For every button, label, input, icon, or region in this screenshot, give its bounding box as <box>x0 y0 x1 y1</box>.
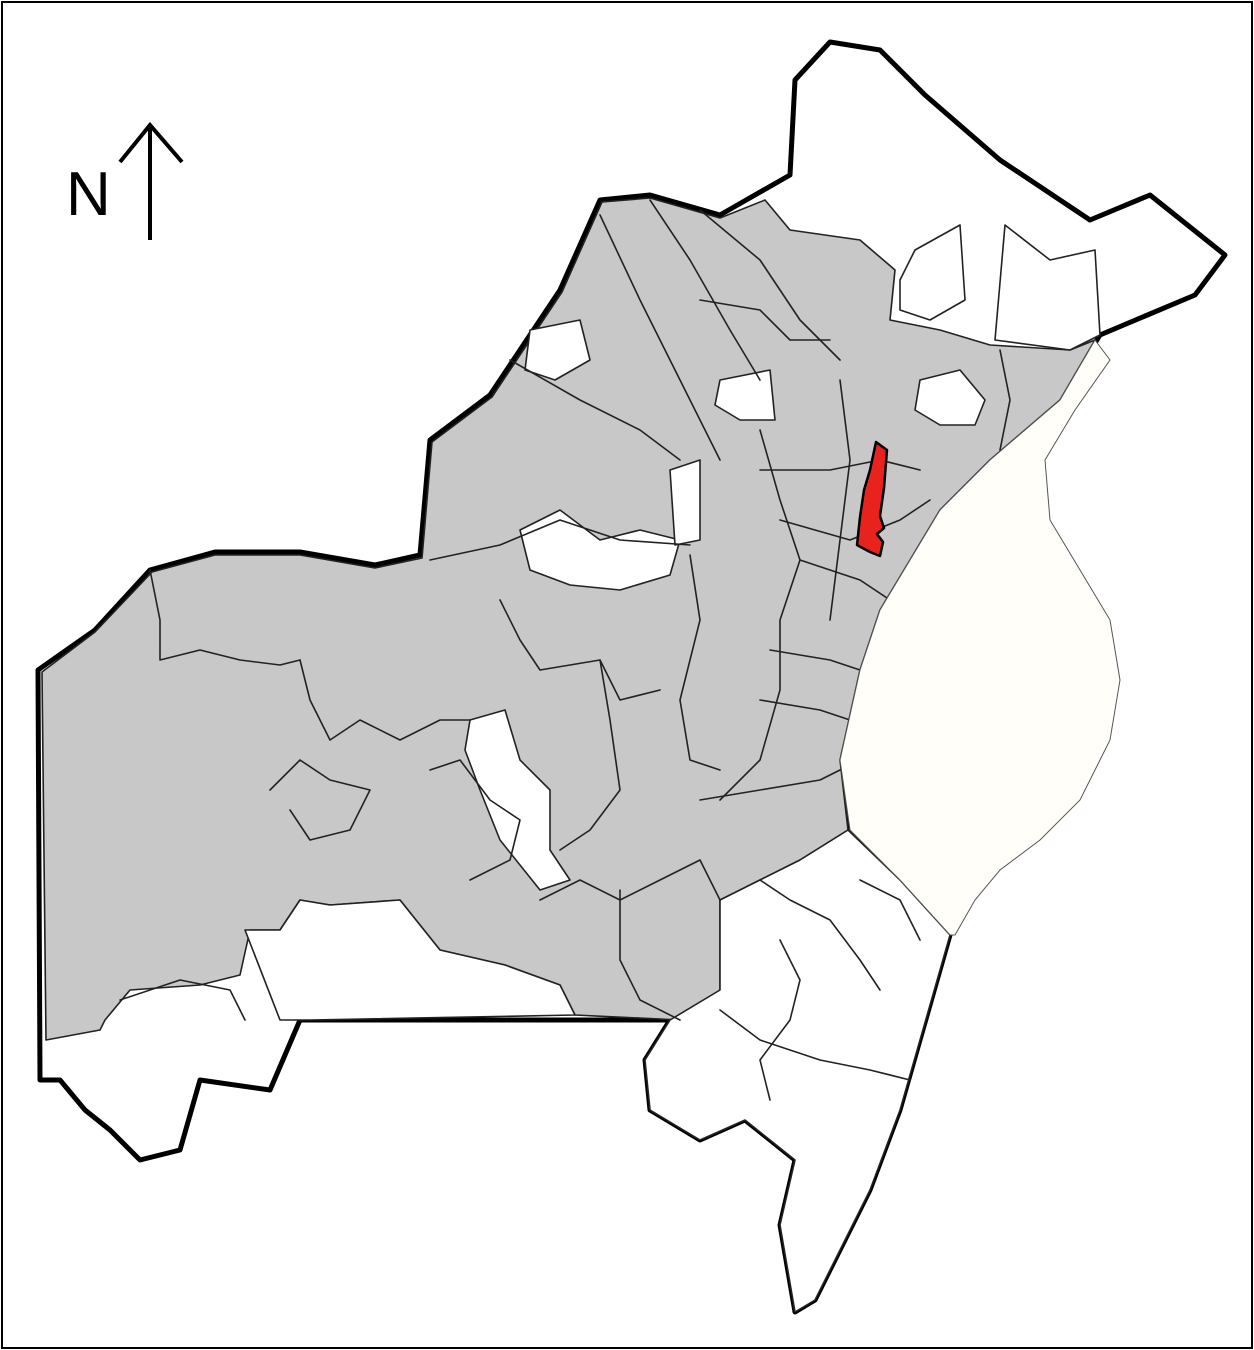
river <box>839 339 1121 936</box>
north-arrow-icon: N <box>66 121 184 240</box>
highlighted-municipality <box>855 440 889 558</box>
unincorporated-area <box>714 369 776 421</box>
unincorporated-area <box>899 224 966 321</box>
compass-letter: N <box>66 160 111 229</box>
unincorporated-area <box>464 709 571 891</box>
unincorporated-area <box>244 899 576 1021</box>
unincorporated-area <box>914 369 986 426</box>
southeast-area <box>644 829 951 1313</box>
municipal-boundaries <box>119 199 1011 1101</box>
unincorporated-area <box>519 509 681 591</box>
unincorporated-area <box>994 224 1101 351</box>
unincorporated-area <box>524 319 591 381</box>
unincorporated-area <box>669 459 701 546</box>
